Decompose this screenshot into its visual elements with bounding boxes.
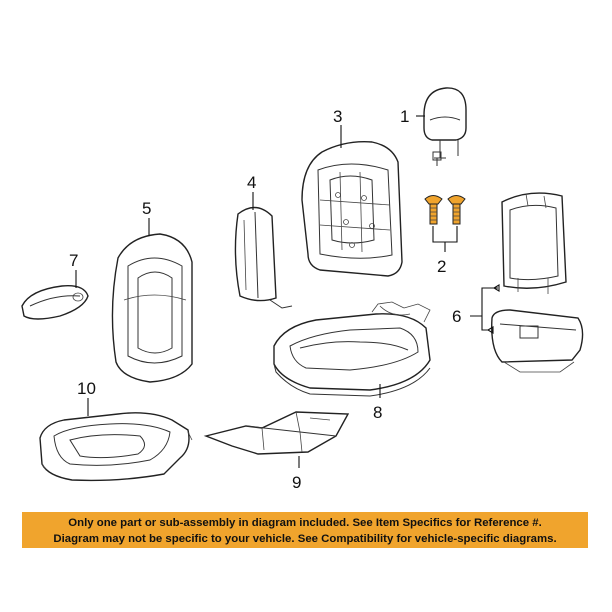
callout-8: 8: [373, 403, 382, 422]
callout-10: 10: [77, 379, 96, 398]
callout-7: 7: [69, 251, 78, 270]
cushion-pad-part: [203, 411, 350, 455]
callout-2: 2: [437, 257, 446, 276]
side-trim-part: [21, 285, 89, 320]
cushion-frame-part: [501, 192, 567, 294]
callout-5: 5: [142, 199, 151, 218]
callout-4: 4: [247, 173, 256, 192]
cushion-spring-frame-part: [273, 301, 431, 397]
guide-bolt-left: [424, 195, 443, 225]
disclaimer-banner: Only one part or sub-assembly in diagram…: [22, 512, 588, 548]
callout-1: 1: [400, 107, 409, 126]
disclaimer-line-1: Only one part or sub-assembly in diagram…: [68, 517, 542, 529]
headrest-part: [423, 87, 467, 166]
guide-bolt-pair: [424, 195, 466, 225]
callout-9: 9: [292, 473, 301, 492]
seat-cushion-cover-part: [39, 412, 193, 482]
guide-bolt-right: [447, 195, 466, 225]
callout-6-leader: [470, 287, 498, 331]
seat-back-cover-part: [111, 233, 193, 383]
seat-back-frame-part: [301, 141, 403, 277]
callout-2-leader: [432, 226, 458, 252]
back-panel-part: [234, 206, 293, 309]
callout-3: 3: [333, 107, 342, 126]
disclaimer-line-2: Diagram may not be specific to your vehi…: [53, 533, 557, 545]
callout-6: 6: [452, 307, 461, 326]
cushion-pan-part: [491, 309, 584, 373]
